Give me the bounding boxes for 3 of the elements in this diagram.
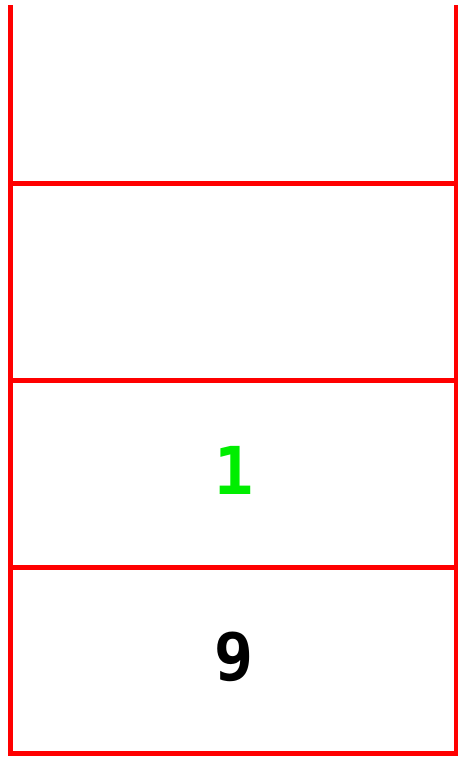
- stack-cell: [8, 5, 458, 186]
- stack-value: 9: [214, 625, 254, 691]
- stack-value: 1: [214, 438, 254, 504]
